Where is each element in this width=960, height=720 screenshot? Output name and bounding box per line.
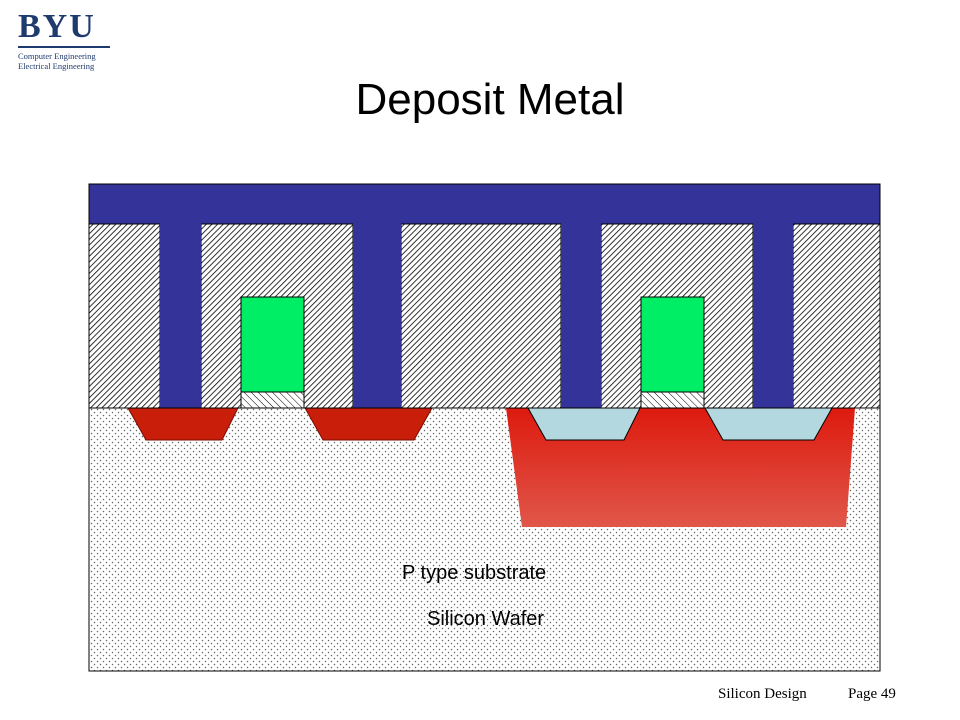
oxide-block-5	[792, 223, 881, 409]
footer-course: Silicon Design	[718, 686, 807, 702]
n-diffusion-right	[304, 407, 433, 441]
metal-via-3	[561, 223, 601, 408]
p-diffusion-right	[704, 407, 833, 441]
p-diffusion-left	[527, 407, 641, 441]
logo-line-1: Computer Engineering	[18, 51, 96, 61]
oxide-block-3	[400, 223, 562, 409]
gate-left	[240, 296, 305, 393]
logo-line-2: Electrical Engineering	[18, 61, 95, 71]
metal-layer	[88, 183, 881, 225]
metal-via-2	[353, 223, 401, 408]
n-diffusion-left	[127, 407, 239, 441]
logo-rule	[18, 46, 110, 48]
wafer-label: Silicon Wafer	[427, 608, 545, 630]
substrate-label: P type substrate	[402, 562, 547, 584]
oxide-block-1	[88, 223, 161, 409]
slide-title: Deposit Metal	[355, 75, 625, 124]
metal-via-1	[160, 223, 201, 408]
logo-mark: BYU	[18, 8, 96, 45]
gate-right	[640, 296, 705, 393]
gate-oxide-left	[240, 391, 305, 409]
footer-page-number: Page 49	[848, 686, 896, 702]
byu-logo: BYU Computer Engineering Electrical Engi…	[18, 10, 118, 76]
gate-oxide-right	[640, 391, 705, 409]
metal-via-4	[753, 223, 793, 408]
